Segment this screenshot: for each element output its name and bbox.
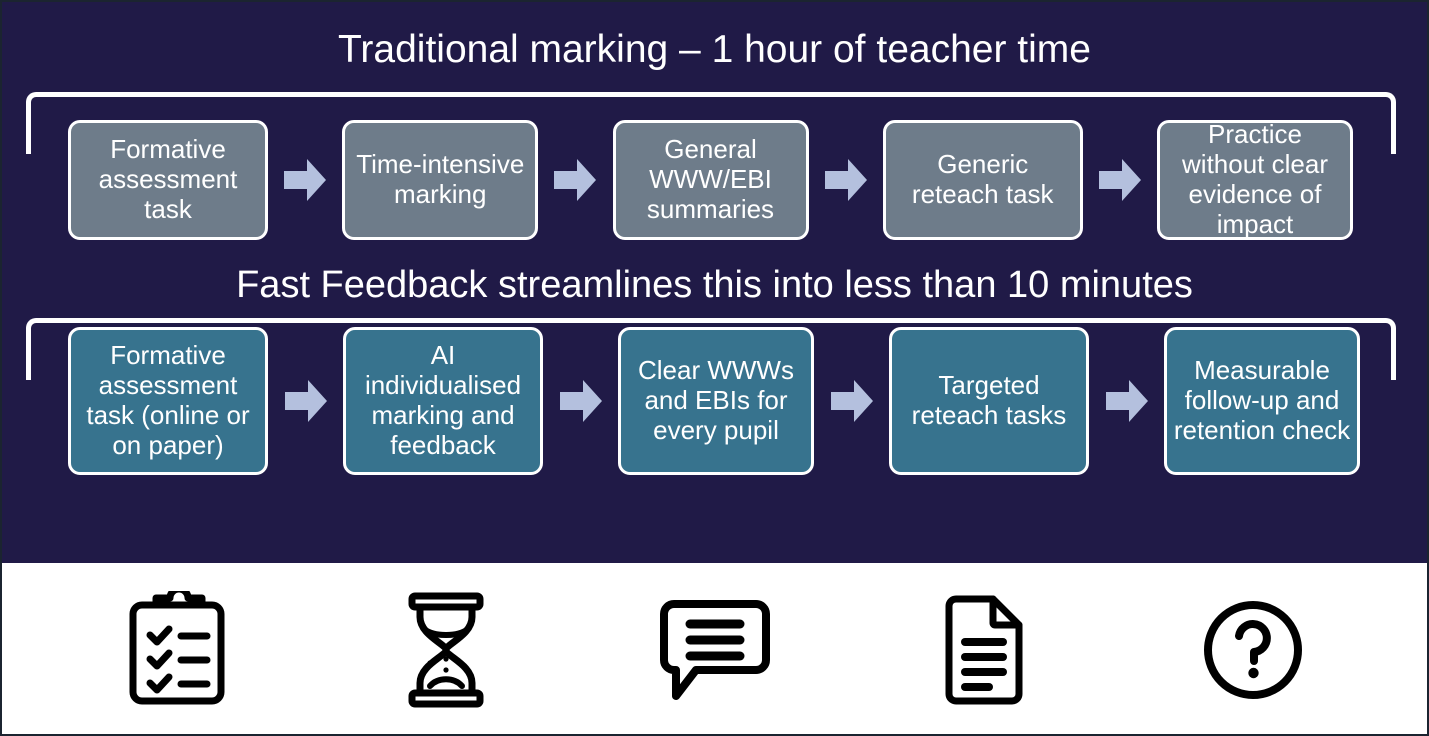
- flow-step-practice-without-evidence[interactable]: Practice without clear evidence of impac…: [1157, 119, 1353, 240]
- fast-feedback-flow-row: Formative assessment task (online or on …: [68, 327, 1360, 475]
- arrow-right-icon: [1104, 376, 1150, 426]
- arrow-right-icon: [829, 376, 875, 426]
- traditional-flow-row: Formative assessment task Time-intensive…: [68, 119, 1353, 240]
- fast-feedback-bracket: [26, 318, 1396, 380]
- arrow-right-icon: [1097, 155, 1143, 205]
- flow-step-formative-assessment-task[interactable]: Formative assessment task: [68, 120, 268, 240]
- arrow-right-icon: [552, 155, 598, 205]
- traditional-bracket: [26, 92, 1396, 154]
- arrow-right-icon: [283, 376, 329, 426]
- arrow-right-icon: [282, 155, 328, 205]
- navy-panel: Traditional marking – 1 hour of teacher …: [2, 2, 1427, 563]
- document-icon: [909, 585, 1059, 715]
- speech-bubble-icon: [640, 585, 790, 715]
- flow-step-targeted-reteach-tasks[interactable]: Targeted reteach tasks: [889, 327, 1089, 475]
- flow-step-measurable-follow-up[interactable]: Measurable follow-up and retention check: [1164, 327, 1360, 475]
- clipboard-checklist-icon: [102, 585, 252, 715]
- traditional-heading: Traditional marking – 1 hour of teacher …: [338, 28, 1091, 71]
- flow-step-formative-assessment-task-online-paper[interactable]: Formative assessment task (online or on …: [68, 327, 268, 475]
- flow-step-ai-individualised-marking[interactable]: AI individualised marking and feedback: [343, 327, 543, 475]
- question-mark-circle-icon: [1178, 585, 1328, 715]
- flow-step-general-www-ebi-summaries[interactable]: General WWW/EBI summaries: [612, 120, 809, 240]
- icon-strip: [2, 565, 1427, 734]
- arrow-right-icon: [558, 376, 604, 426]
- arrow-right-icon: [823, 155, 869, 205]
- flow-step-clear-wwws-and-ebis[interactable]: Clear WWWs and EBIs for every pupil: [618, 327, 814, 475]
- flow-step-time-intensive-marking[interactable]: Time-intensive marking: [342, 120, 539, 240]
- flow-step-generic-reteach-task[interactable]: Generic reteach task: [882, 120, 1083, 240]
- hourglass-icon: [371, 585, 521, 715]
- fast-feedback-heading: Fast Feedback streamlines this into less…: [236, 264, 1193, 306]
